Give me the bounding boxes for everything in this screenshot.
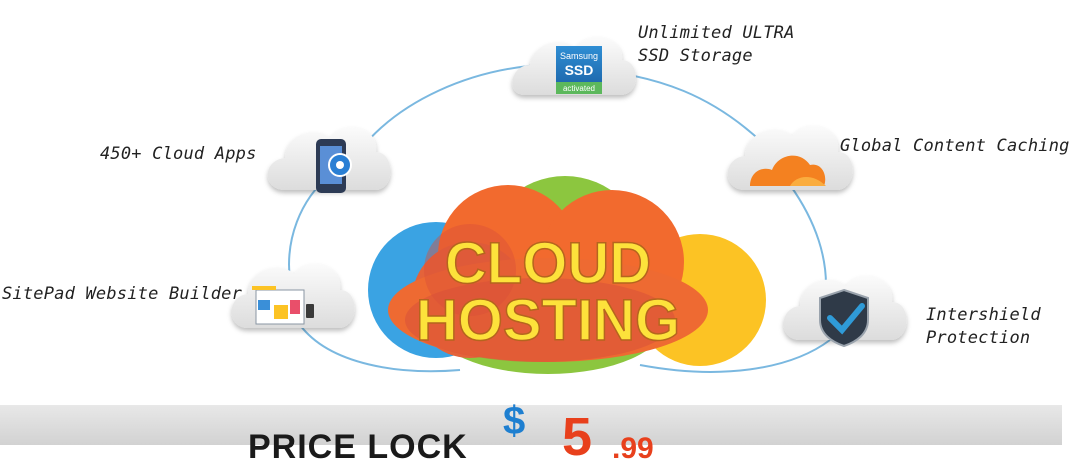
price-lock-label: PRICE LOCK [248,428,468,466]
price-lock-banner: PRICE LOCK $ 5 .99 [0,401,1062,466]
ssd-brand-text: Samsung [560,51,598,61]
cloud-hosting-graphic [368,176,766,374]
infographic-canvas: CLOUD HOSTING Samsung SSD activated [231,37,907,374]
feature-label-website-builder: SitePad Website Builder [2,284,243,304]
feature-label-intershield: Intershield Protection [926,305,1041,348]
cloud-hosting-infographic: CLOUD HOSTING Samsung SSD activated [0,23,1069,466]
currency-symbol: $ [503,399,526,443]
hero-title-line1: CLOUD [445,231,651,296]
mobile-apps-icon [316,139,352,193]
feature-label-content-caching: Global Content Caching [840,136,1070,156]
shield-icon [819,288,869,348]
feature-label-cloud-apps: 450+ Cloud Apps [100,144,257,164]
price-cents: .99 [612,432,654,465]
cloudflare-icon [750,155,826,186]
price-value: 5 [562,407,593,467]
website-builder-icon [252,286,314,325]
ssd-icon: Samsung SSD activated [556,46,602,94]
ssd-name-text: SSD [565,62,594,78]
feature-label-ssd-storage: Unlimited ULTRA SSD Storage [638,23,795,66]
hero-title-line2: HOSTING [416,288,680,353]
ssd-status-text: activated [563,84,595,93]
